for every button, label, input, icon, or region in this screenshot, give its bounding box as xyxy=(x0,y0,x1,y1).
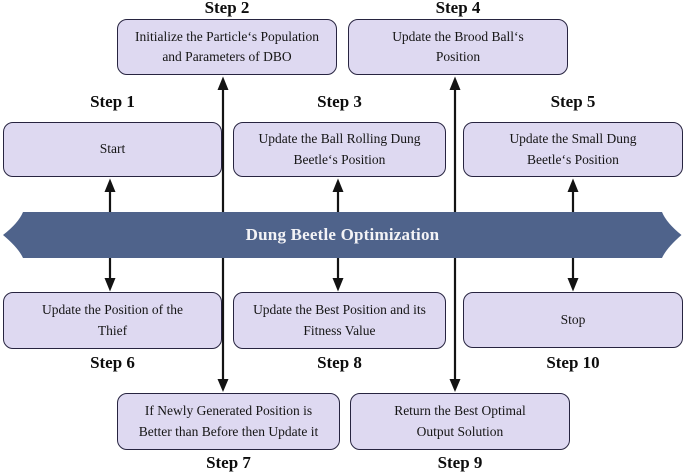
ribbon-title: Dung Beetle Optimization xyxy=(245,225,440,244)
ribbon-banner xyxy=(3,212,682,258)
step-2-label: Step 2 xyxy=(204,0,250,17)
step-8-label: Step 8 xyxy=(317,353,362,372)
step-4-label: Step 4 xyxy=(435,0,481,17)
step-7-label: Step 7 xyxy=(206,453,251,472)
step-6-label: Step 6 xyxy=(90,353,135,372)
step-3-label: Step 3 xyxy=(317,92,362,111)
step-9-box: Return the Best Optimal Output Solution xyxy=(350,393,570,450)
step-10-label: Step 10 xyxy=(546,353,600,372)
step-5-label: Step 5 xyxy=(550,92,596,111)
step-1-box: Start xyxy=(3,122,222,177)
step-7-box: If Newly Generated Position is Better th… xyxy=(117,393,340,450)
step-3-box: Update the Ball Rolling Dung Beetle‘s Po… xyxy=(233,122,446,177)
step-8-box: Update the Best Position and its Fitness… xyxy=(233,292,446,349)
step-6-box: Update the Position of the Thief xyxy=(3,292,222,349)
step-10-box: Stop xyxy=(463,292,683,348)
step-4-box: Update the Brood Ball‘s Position xyxy=(348,19,568,75)
step-1-label: Step 1 xyxy=(90,92,135,111)
step-5-box: Update the Small Dung Beetle‘s Position xyxy=(463,122,683,177)
step-9-label: Step 9 xyxy=(437,453,483,472)
step-2-box: Initialize the Particle‘s Population and… xyxy=(117,19,337,75)
